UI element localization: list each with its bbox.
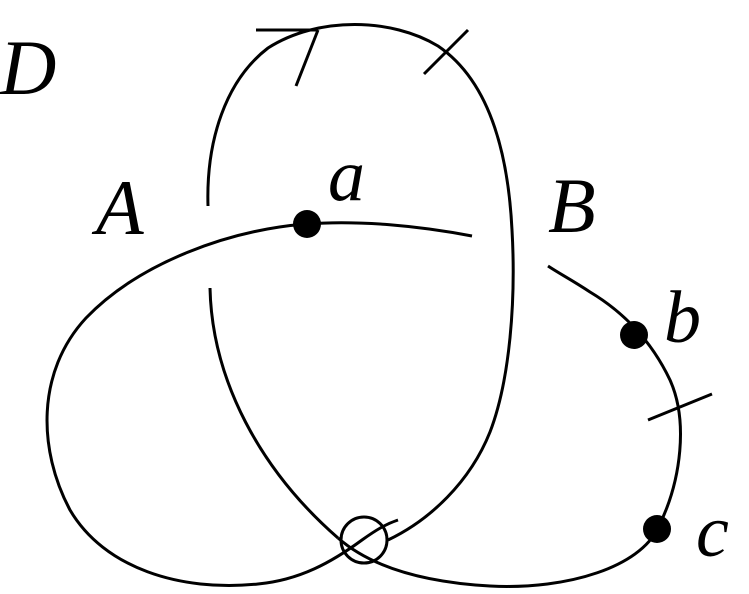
virtual-crossing-circle-icon (339, 515, 389, 565)
point-a-dot (293, 210, 321, 238)
left-lobe-strand (45, 221, 473, 587)
tick-mark-icon-top (422, 28, 470, 76)
arc-label-a: A (91, 164, 144, 251)
point-c-dot (643, 515, 671, 543)
point-label-a: a (328, 135, 365, 217)
point-label-b: b (664, 277, 701, 359)
tick-mark-icon-right (647, 392, 713, 422)
arc-a-lower-strand (208, 287, 339, 540)
point-label-c: c (696, 491, 729, 573)
bottom-right-strand (337, 264, 682, 588)
arc-label-b: B (548, 162, 596, 249)
top-lobe-strand (206, 23, 515, 542)
diagram-title: D (0, 24, 56, 111)
point-b-dot (620, 321, 648, 349)
arrowhead-icon (256, 28, 320, 87)
